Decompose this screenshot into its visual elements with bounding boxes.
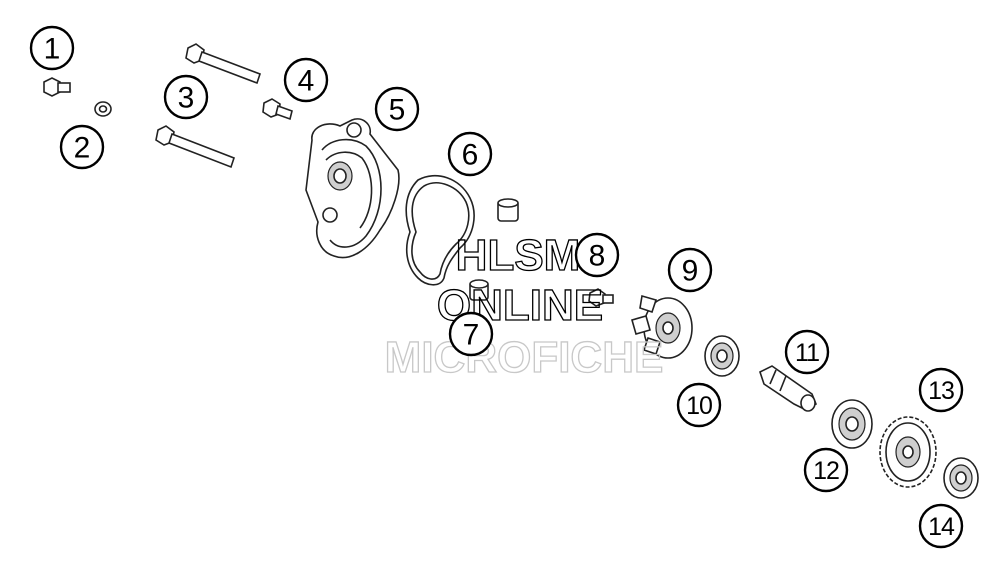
callout-12: 12 <box>803 447 849 493</box>
part-6-gasket <box>405 174 475 286</box>
part-8-screw <box>588 288 614 307</box>
callout-10: 10 <box>676 382 722 428</box>
part-10-bearing <box>704 335 740 377</box>
callout-6: 6 <box>447 131 493 177</box>
callout-9: 9 <box>667 247 713 293</box>
callout-3: 3 <box>163 74 209 120</box>
callout-12-label: 12 <box>813 457 839 485</box>
callout-10-label: 10 <box>686 392 712 420</box>
part-11-shaft <box>759 365 817 412</box>
callout-8: 8 <box>574 232 620 278</box>
callout-5-label: 5 <box>389 94 406 127</box>
part-4-short-bolt <box>262 98 293 121</box>
callout-14: 14 <box>918 503 964 549</box>
callout-13: 13 <box>918 367 964 413</box>
callout-4: 4 <box>283 57 329 103</box>
part-9-impeller <box>631 294 693 359</box>
callout-4-label: 4 <box>298 65 315 98</box>
part-5-pump-cover <box>305 118 400 259</box>
part-3-bolt-lower <box>155 125 236 169</box>
callout-7-label: 7 <box>463 319 480 352</box>
part-7-dowel-lower <box>469 279 489 301</box>
part-3-bolt-upper <box>185 43 262 85</box>
part-1-screw <box>43 77 71 97</box>
callout-2: 2 <box>59 124 105 170</box>
part-12-bearing <box>831 399 873 449</box>
watermark-line-3: MICROFICHE <box>385 333 664 382</box>
callout-11: 11 <box>784 329 830 375</box>
watermark: HLSM ONLINE MICROFICHE <box>384 230 664 382</box>
callout-1: 1 <box>29 25 75 71</box>
part-14-bearing <box>943 457 979 499</box>
callout-7: 7 <box>448 311 494 357</box>
callout-9-label: 9 <box>682 255 699 288</box>
callout-11-label: 11 <box>795 339 819 367</box>
watermark-line-1: HLSM <box>456 231 581 280</box>
callout-6-label: 6 <box>462 139 479 172</box>
callout-1-label: 1 <box>44 33 61 66</box>
part-13-gear <box>879 416 937 488</box>
callout-3-label: 3 <box>178 82 195 115</box>
callout-2-label: 2 <box>74 132 91 165</box>
callout-14-label: 14 <box>928 513 955 541</box>
callout-8-label: 8 <box>589 240 606 273</box>
callout-13-label: 13 <box>928 377 954 405</box>
callout-5: 5 <box>374 86 420 132</box>
part-2-washer <box>94 101 112 117</box>
part-7-dowel-upper <box>497 198 519 222</box>
